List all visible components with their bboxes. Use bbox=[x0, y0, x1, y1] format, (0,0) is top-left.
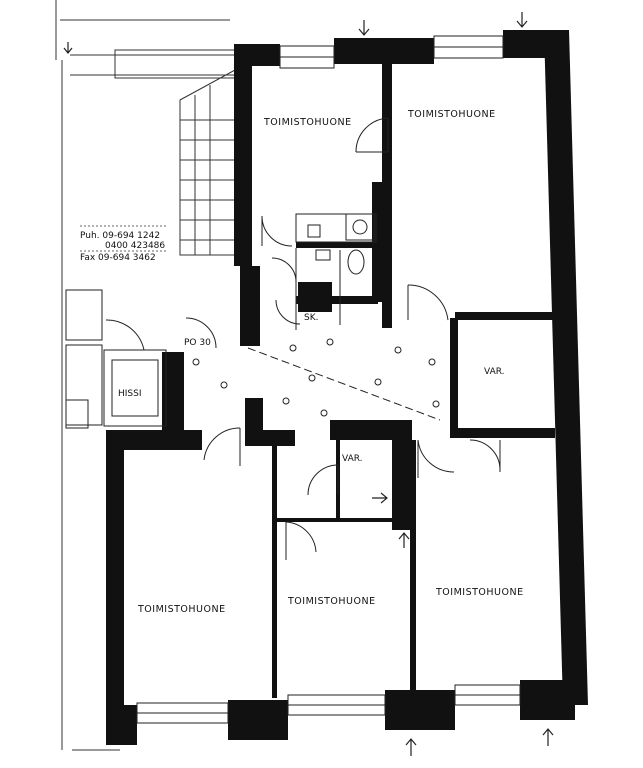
label-sauna: SK. bbox=[304, 313, 318, 323]
door-swings bbox=[105, 117, 501, 560]
label-storage-right: VAR. bbox=[484, 367, 505, 377]
interior-walls bbox=[245, 58, 555, 698]
arrow-up-icon bbox=[405, 738, 417, 756]
scan-edges bbox=[55, 0, 238, 751]
label-door-rating: PO 30 bbox=[184, 338, 211, 348]
label-office-bottom-right: TOIMISTOHUONE bbox=[435, 587, 524, 598]
label-office-top-right: TOIMISTOHUONE bbox=[407, 109, 496, 120]
label-storage-center: VAR. bbox=[342, 454, 363, 464]
label-office-bottom-left: TOIMISTOHUONE bbox=[137, 604, 226, 615]
label-office-top-left: TOIMISTOHUONE bbox=[263, 117, 352, 128]
entry-arrows bbox=[63, 12, 554, 756]
stairwell bbox=[114, 49, 236, 256]
room-labels: TOIMISTOHUONE TOIMISTOHUONE VAR. VAR. TO… bbox=[118, 109, 524, 615]
contact-mobile: 0400 423486 bbox=[105, 241, 165, 251]
arrow-down-icon bbox=[516, 12, 528, 28]
label-office-bottom-middle: TOIMISTOHUONE bbox=[287, 596, 376, 607]
contact-info: Puh. 09-694 1242 0400 423486 Fax 09-694 … bbox=[80, 225, 168, 263]
exterior-walls bbox=[106, 30, 588, 745]
fixtures bbox=[65, 213, 377, 429]
corridor-ceiling-lights bbox=[192, 338, 441, 421]
arrow-down-icon bbox=[358, 20, 370, 36]
arrow-right-icon bbox=[372, 492, 388, 504]
arrow-up-icon bbox=[542, 728, 554, 746]
windows bbox=[136, 35, 521, 724]
label-elevator: HISSI bbox=[118, 389, 142, 399]
contact-phone: Puh. 09-694 1242 bbox=[80, 231, 160, 241]
contact-fax: Fax 09-694 3462 bbox=[80, 253, 156, 263]
arrow-up-icon bbox=[398, 532, 410, 548]
arrow-down-icon bbox=[63, 42, 73, 54]
